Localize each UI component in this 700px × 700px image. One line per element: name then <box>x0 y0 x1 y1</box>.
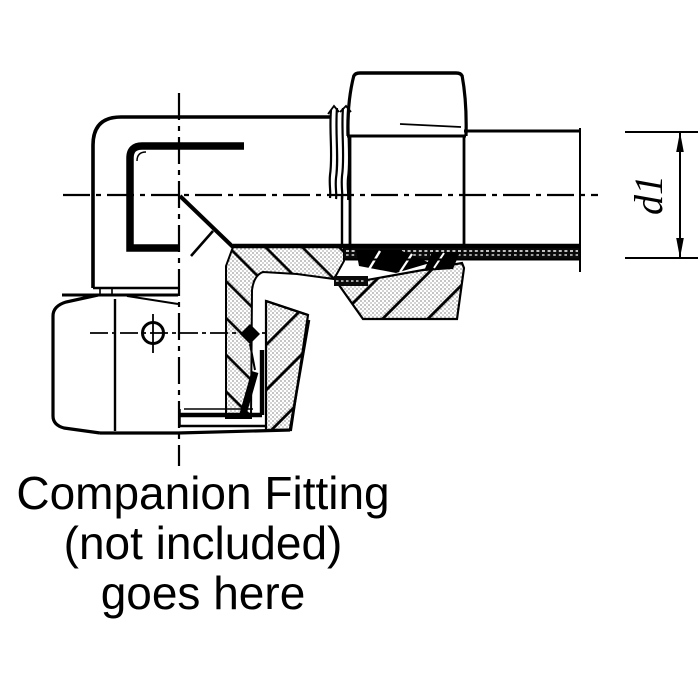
elbow-body <box>91 115 344 295</box>
caption-line-3: goes here <box>100 567 306 619</box>
nut-section <box>337 261 466 321</box>
thread-engagement <box>334 276 368 286</box>
tube <box>464 128 581 272</box>
center-lines <box>63 93 598 466</box>
seal-diamond <box>239 324 260 415</box>
arrowhead-down-icon <box>676 238 684 258</box>
caption: Companion Fitting (not included) goes he… <box>0 468 406 618</box>
dimension-label-d1: d1 <box>626 175 671 215</box>
caption-line-1: Companion Fitting <box>16 467 390 519</box>
caption-line-2: (not included) <box>63 517 343 569</box>
port-section <box>264 299 310 432</box>
bottom-swivel-nut <box>51 293 311 435</box>
arrowhead-up-icon <box>676 132 684 152</box>
dimension-d1: d1 <box>625 131 698 259</box>
body-bore-outline <box>126 142 244 252</box>
swivel-nut <box>346 71 468 250</box>
seat-cone <box>178 194 235 257</box>
